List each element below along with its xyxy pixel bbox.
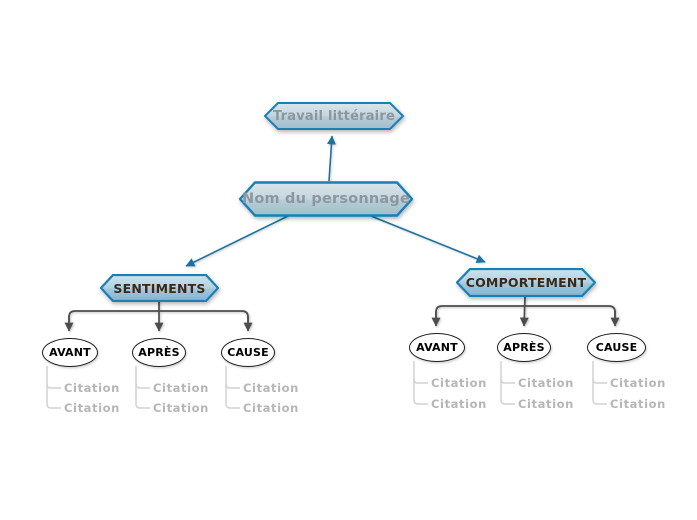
node-label: APRÈS <box>138 346 180 359</box>
citation-label[interactable]: Citation <box>431 397 487 411</box>
node-comportement-apres[interactable]: APRÈS <box>497 333 551 362</box>
hexagon-shape <box>100 274 219 302</box>
node-comportement[interactable]: COMPORTEMENT <box>456 268 596 297</box>
citation-label[interactable]: Citation <box>243 401 299 415</box>
citation-label[interactable]: Citation <box>610 376 666 390</box>
node-travail-litteraire[interactable]: Travail littéraire <box>264 102 404 130</box>
node-label: Nom du personnage <box>241 191 410 207</box>
node-comportement-cause[interactable]: CAUSE <box>587 333 646 362</box>
node-sentiments-apres[interactable]: APRÈS <box>132 338 186 367</box>
node-label: COMPORTEMENT <box>465 275 587 290</box>
citation-label[interactable]: Citation <box>64 401 120 415</box>
citation-label[interactable]: Citation <box>243 381 299 395</box>
node-label: AVANT <box>49 346 91 359</box>
hexagon-shape <box>239 181 413 217</box>
comportement-tree-lines <box>431 295 620 327</box>
citation-label[interactable]: Citation <box>610 397 666 411</box>
node-label: AVANT <box>416 341 458 354</box>
node-nom-du-personnage[interactable]: Nom du personnage <box>239 181 413 217</box>
hexagon-shape <box>264 102 404 130</box>
node-sentiments-avant[interactable]: AVANT <box>42 338 98 367</box>
node-label: Travail littéraire <box>273 108 395 124</box>
node-sentiments-cause[interactable]: CAUSE <box>221 338 275 367</box>
citation-lines <box>46 361 607 409</box>
citation-label[interactable]: Citation <box>153 381 209 395</box>
node-label: CAUSE <box>595 341 638 354</box>
citation-label[interactable]: Citation <box>518 376 574 390</box>
node-label: APRÈS <box>503 341 545 354</box>
node-label: CAUSE <box>227 346 269 359</box>
blue-relation-lines <box>185 135 486 267</box>
hexagon-shape <box>456 268 596 297</box>
citation-label[interactable]: Citation <box>64 381 120 395</box>
node-comportement-avant[interactable]: AVANT <box>409 333 465 362</box>
citation-label[interactable]: Citation <box>518 397 574 411</box>
citation-label[interactable]: Citation <box>431 376 487 390</box>
sentiments-tree-lines <box>64 301 253 332</box>
node-sentiments[interactable]: SENTIMENTS <box>100 274 219 302</box>
citation-label[interactable]: Citation <box>153 401 209 415</box>
node-label: SENTIMENTS <box>113 280 206 296</box>
